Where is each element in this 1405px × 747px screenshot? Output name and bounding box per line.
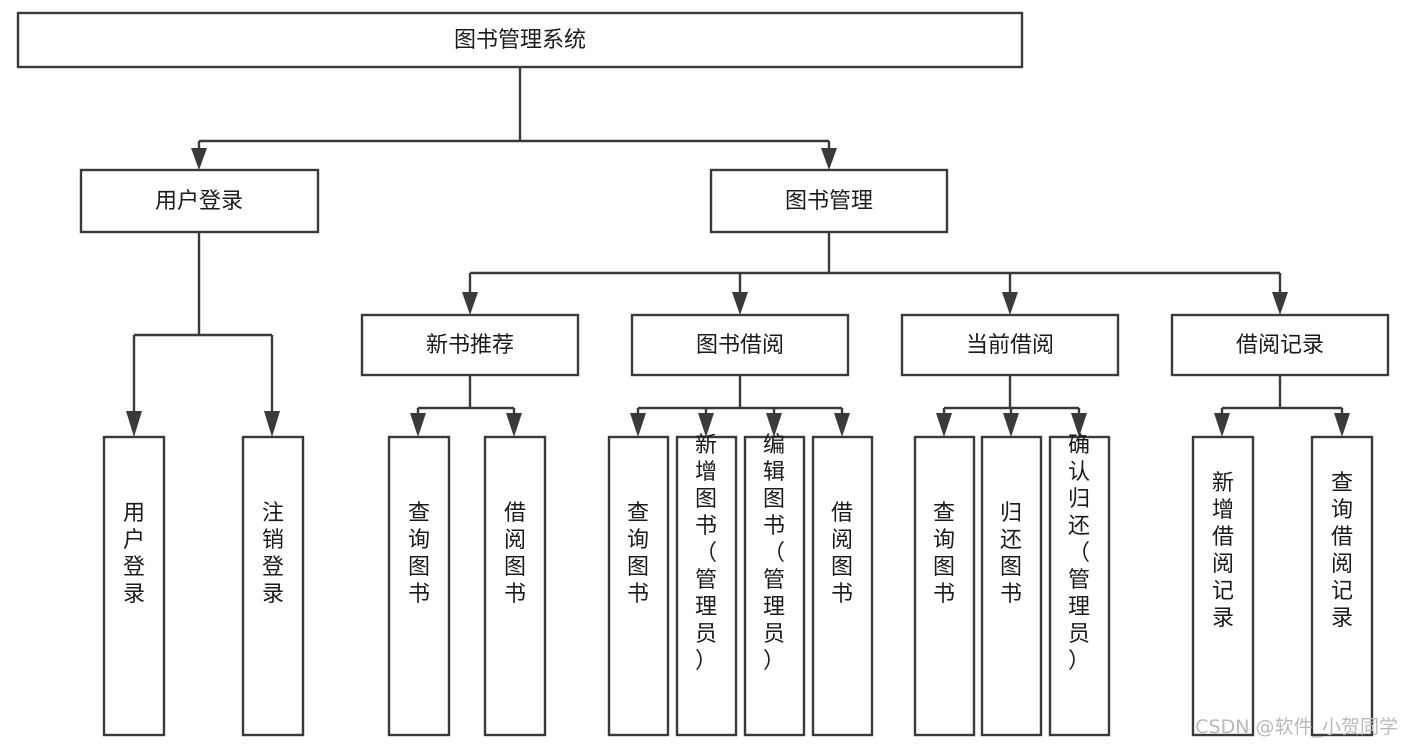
arrow-head-book-mgmt: [821, 148, 837, 170]
leaf-node-bw-borrow-book[interactable]: 借阅图书: [811, 435, 874, 737]
node-new-book-recommend-label: 新书推荐: [426, 333, 514, 358]
arrow-head-bw-leaf4: [834, 413, 850, 437]
leaf-rec-query-record-label: 查询借阅记录: [1331, 471, 1353, 631]
leaf-node-bw-query-book[interactable]: 查询图书: [607, 435, 670, 737]
leaf-node-nb-query-book[interactable]: 查询图书: [387, 435, 451, 737]
arrow-head-cur-leaf3: [1071, 413, 1087, 437]
leaf-rec-add-record-label: 新增借阅记录: [1212, 471, 1234, 631]
connector-group-current: [936, 375, 1087, 437]
node-borrow-records-label: 借阅记录: [1236, 333, 1324, 358]
node-user-login[interactable]: 用户登录: [79, 168, 320, 234]
node-book-management[interactable]: 图书管理: [709, 168, 949, 234]
connector-group-root: [191, 67, 837, 170]
leaf-node-cur-confirm-return[interactable]: 确认归还（管理员）: [1048, 433, 1111, 737]
leaf-logout-box[interactable]: [241, 435, 305, 737]
arrow-head-user-login: [191, 148, 207, 170]
arrow-head-nb-leaf2: [506, 413, 522, 437]
arrow-head-rec-leaf1: [1214, 413, 1230, 437]
arrow-head-cur-leaf1: [936, 413, 952, 437]
connector-group-new-book: [410, 375, 522, 437]
leaf-node-rec-add-record[interactable]: 新增借阅记录: [1191, 435, 1255, 737]
leaf-bw-borrow-book-box[interactable]: [811, 435, 874, 737]
node-current-borrow-label: 当前借阅: [966, 333, 1054, 358]
leaf-node-bw-edit-book[interactable]: 编辑图书（管理员）: [743, 433, 806, 737]
arrow-head-records: [1272, 292, 1288, 315]
node-book-borrow-label: 图书借阅: [696, 333, 784, 358]
arrow-head-nb-leaf1: [410, 413, 426, 437]
leaf-node-cur-return-book[interactable]: 归还图书: [980, 435, 1043, 737]
arrow-head-leaf-user-login: [126, 411, 142, 437]
leaf-node-nb-borrow-book[interactable]: 借阅图书: [483, 435, 547, 737]
node-new-book-recommend-box[interactable]: [360, 313, 580, 377]
leaf-node-rec-query-record[interactable]: 查询借阅记录: [1310, 435, 1374, 737]
node-current-borrow-box[interactable]: [900, 313, 1120, 377]
node-book-management-label: 图书管理: [785, 189, 873, 214]
leaf-bw-add-book-box[interactable]: [675, 435, 738, 737]
node-user-login-label: 用户登录: [155, 189, 243, 214]
leaf-nb-query-book-box[interactable]: [387, 435, 451, 737]
leaf-node-cur-query-book[interactable]: 查询图书: [913, 435, 976, 737]
node-book-borrow[interactable]: 图书借阅: [630, 313, 850, 377]
arrow-head-borrow: [732, 292, 748, 315]
watermark-label: CSDN @软件_小贺同学: [1195, 716, 1398, 738]
arrow-head-bw-leaf1: [630, 413, 646, 437]
connector-group-book-mgmt: [462, 232, 1288, 315]
arrow-head-bw-leaf2: [698, 413, 714, 437]
leaf-cur-query-book-label: 查询图书: [933, 501, 955, 607]
node-root-label: 图书管理系统: [454, 28, 586, 53]
arrow-head-current: [1002, 292, 1018, 315]
leaf-node-bw-add-book[interactable]: 新增图书（管理员）: [675, 433, 738, 737]
leaf-nb-borrow-book-label: 借阅图书: [504, 501, 526, 607]
node-book-management-box[interactable]: [709, 168, 949, 234]
leaf-user-login-label: 用户登录: [123, 501, 145, 607]
leaf-nb-borrow-book-box[interactable]: [483, 435, 547, 737]
node-borrow-records-box[interactable]: [1170, 313, 1390, 377]
leaf-rec-query-record-box[interactable]: [1310, 435, 1374, 737]
leaf-logout-label: 注销登录: [262, 501, 284, 607]
leaf-bw-add-book-label: 新增图书（管理员）: [695, 433, 717, 674]
arrow-head-rec-leaf2: [1334, 413, 1350, 437]
arrow-head-cur-leaf2: [1003, 413, 1019, 437]
leaf-cur-return-book-label: 归还图书: [1000, 501, 1022, 607]
leaf-bw-edit-book-box[interactable]: [743, 435, 806, 737]
leaf-bw-edit-book-label: 编辑图书（管理员）: [763, 433, 785, 674]
leaf-node-user-login[interactable]: 用户登录: [102, 435, 166, 737]
node-user-login-box[interactable]: [79, 168, 320, 234]
leaf-nb-query-book-label: 查询图书: [408, 501, 430, 607]
arrow-head-bw-leaf3: [766, 413, 782, 437]
leaf-bw-borrow-book-label: 借阅图书: [831, 501, 853, 607]
connector-group-records: [1214, 375, 1350, 437]
leaf-bw-query-book-label: 查询图书: [627, 501, 649, 607]
leaf-cur-query-book-box[interactable]: [913, 435, 976, 737]
connector-group-borrow: [630, 375, 850, 437]
node-new-book-recommend[interactable]: 新书推荐: [360, 313, 580, 377]
node-borrow-records[interactable]: 借阅记录: [1170, 313, 1390, 377]
connector-group-user-login: [126, 232, 280, 437]
leaf-cur-confirm-return-box[interactable]: [1048, 435, 1111, 737]
node-root[interactable]: 图书管理系统: [16, 11, 1024, 69]
arrow-head-new-book: [462, 292, 478, 315]
leaf-cur-return-book-box[interactable]: [980, 435, 1043, 737]
leaf-cur-confirm-return-label: 确认归还（管理员）: [1068, 433, 1090, 674]
leaf-bw-query-book-box[interactable]: [607, 435, 670, 737]
leaf-rec-add-record-box[interactable]: [1191, 435, 1255, 737]
node-book-borrow-box[interactable]: [630, 313, 850, 377]
leaf-user-login-box[interactable]: [102, 435, 166, 737]
node-current-borrow[interactable]: 当前借阅: [900, 313, 1120, 377]
arrow-head-leaf-logout: [264, 411, 280, 437]
node-root-box[interactable]: [16, 11, 1024, 69]
leaf-node-logout[interactable]: 注销登录: [241, 435, 305, 737]
